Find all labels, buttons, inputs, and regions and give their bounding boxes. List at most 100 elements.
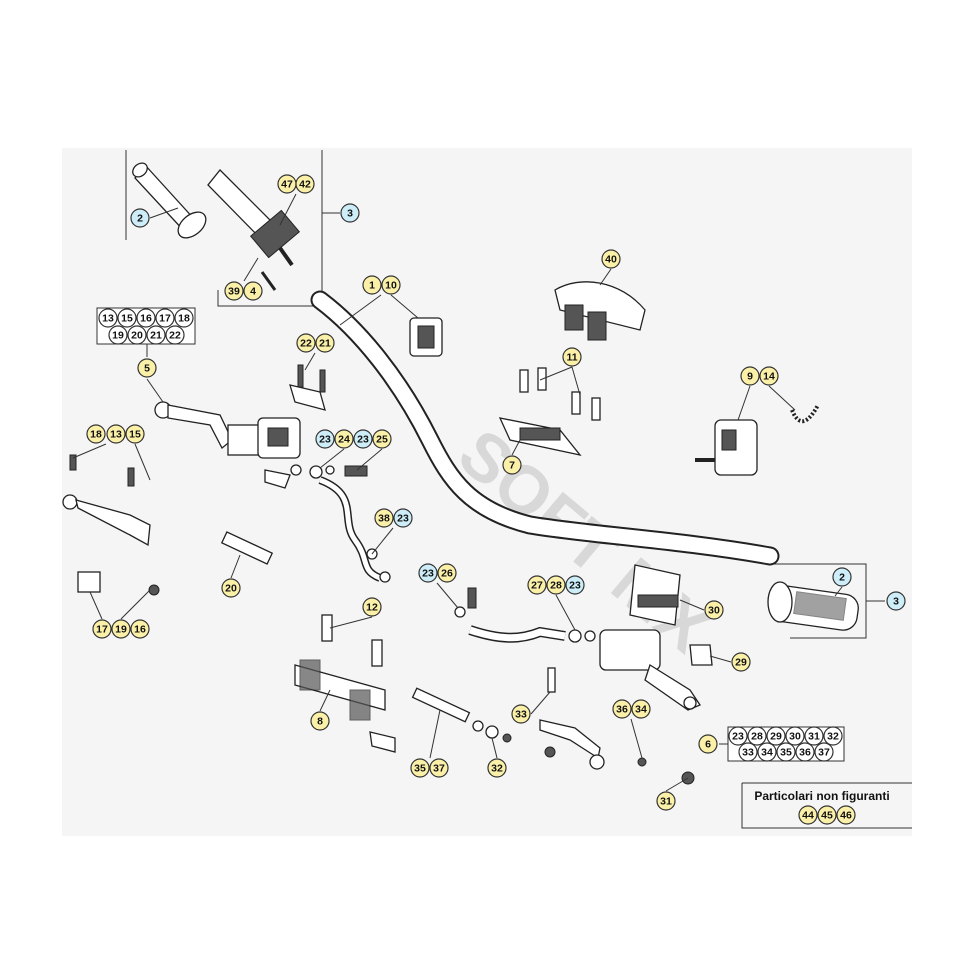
callout-label: 16: [134, 624, 146, 636]
callout-c23a: 23: [315, 429, 335, 449]
callout-circle: [340, 203, 360, 223]
callout-c2b: 2: [832, 567, 852, 587]
callout-label: 2: [839, 572, 845, 584]
callout-c22a: 22: [165, 325, 185, 345]
brake-hose-27: [454, 587, 596, 643]
callout-label: 17: [96, 624, 108, 636]
callout-c35: 35: [410, 758, 430, 778]
callout-c27: 27: [527, 575, 547, 595]
callout-label: 23: [422, 568, 434, 580]
callout-c35f: 35: [776, 742, 796, 762]
callout-circle: [823, 726, 843, 746]
callout-circle: [165, 325, 185, 345]
callout-c9: 9: [740, 366, 760, 386]
callout-circle: [155, 308, 175, 328]
callout-circle: [502, 455, 522, 475]
lever-18-13-15: [62, 454, 160, 596]
callout-circle: [108, 325, 128, 345]
callout-c14: 14: [759, 366, 779, 386]
callout-c6: 6: [698, 734, 718, 754]
callout-circle: [334, 429, 354, 449]
callout-label: 31: [660, 796, 672, 808]
callout-circle: [393, 508, 413, 528]
callout-c11: 11: [562, 347, 582, 367]
callout-circle: [130, 208, 150, 228]
callout-circle: [136, 308, 156, 328]
callout-label: 23: [397, 513, 409, 525]
callout-label: 20: [225, 583, 237, 595]
callout-label: 39: [228, 286, 240, 298]
callout-circle: [437, 563, 457, 583]
callout-label: 26: [441, 568, 453, 580]
callout-circle: [562, 347, 582, 367]
callout-label: 19: [112, 330, 124, 342]
callout-label: 3: [347, 208, 353, 220]
callout-label: 31: [808, 731, 820, 743]
callout-label: 15: [129, 429, 141, 441]
callout-c17: 17: [92, 619, 112, 639]
callout-circle: [92, 619, 112, 639]
clamp-top-7: [498, 417, 582, 457]
callout-circle: [125, 424, 145, 444]
diagram-panel: [62, 148, 912, 836]
callout-c38: 38: [374, 508, 394, 528]
callout-label: 21: [319, 338, 331, 350]
callout-label: 24: [338, 434, 350, 446]
clutch-hose: [290, 464, 382, 582]
callout-c17a: 17: [155, 308, 175, 328]
callout-circle: [146, 325, 166, 345]
callout-c5: 5: [137, 358, 157, 378]
callout-label: 4: [250, 286, 256, 298]
callout-c25: 25: [372, 429, 392, 449]
callout-circle: [731, 652, 751, 672]
callout-circle: [374, 508, 394, 528]
callout-c23c: 23: [393, 508, 413, 528]
callout-c30: 30: [704, 600, 724, 620]
callout-circle: [117, 308, 137, 328]
clamp-22-21: [289, 364, 326, 411]
callout-circle: [704, 600, 724, 620]
callout-circle: [224, 281, 244, 301]
callout-c33f: 33: [738, 742, 758, 762]
callout-circle: [130, 619, 150, 639]
callout-c13a: 13: [98, 308, 118, 328]
callout-label: 34: [635, 704, 647, 716]
callout-label: 20: [131, 330, 143, 342]
callout-c15a: 15: [117, 308, 137, 328]
callout-label: 32: [827, 731, 839, 743]
callout-c28: 28: [546, 575, 566, 595]
callout-circle: [174, 308, 194, 328]
callout-label: 12: [366, 602, 378, 614]
callout-c39: 39: [224, 281, 244, 301]
callout-label: 23: [357, 434, 369, 446]
callout-circle: [740, 366, 760, 386]
callout-c34: 34: [631, 699, 651, 719]
callout-circle: [111, 619, 131, 639]
callout-label: 27: [531, 580, 543, 592]
callout-label: 21: [150, 330, 162, 342]
note-box: Particolari non figuranti: [741, 782, 912, 829]
callout-circle: [747, 726, 767, 746]
callout-circle: [738, 742, 758, 762]
callout-c30f: 30: [785, 726, 805, 746]
bracket-grips-top: [217, 150, 323, 307]
callout-circle: [795, 742, 815, 762]
callout-label: 19: [115, 624, 127, 636]
callout-c36f: 36: [795, 742, 815, 762]
callout-circle: [296, 333, 316, 353]
callout-label: 37: [433, 763, 445, 775]
callout-circle: [137, 358, 157, 378]
callout-c45: 45: [817, 805, 837, 825]
callout-circle: [429, 758, 449, 778]
callout-label: 29: [770, 731, 782, 743]
callout-circle: [511, 704, 531, 724]
callout-label: 25: [376, 434, 388, 446]
callout-label: 46: [840, 810, 852, 822]
callout-c18a: 18: [174, 308, 194, 328]
callout-circle: [546, 575, 566, 595]
callout-label: 33: [742, 747, 754, 759]
callout-label: 45: [821, 810, 833, 822]
callout-label: 40: [605, 254, 617, 266]
callout-c19: 19: [111, 619, 131, 639]
